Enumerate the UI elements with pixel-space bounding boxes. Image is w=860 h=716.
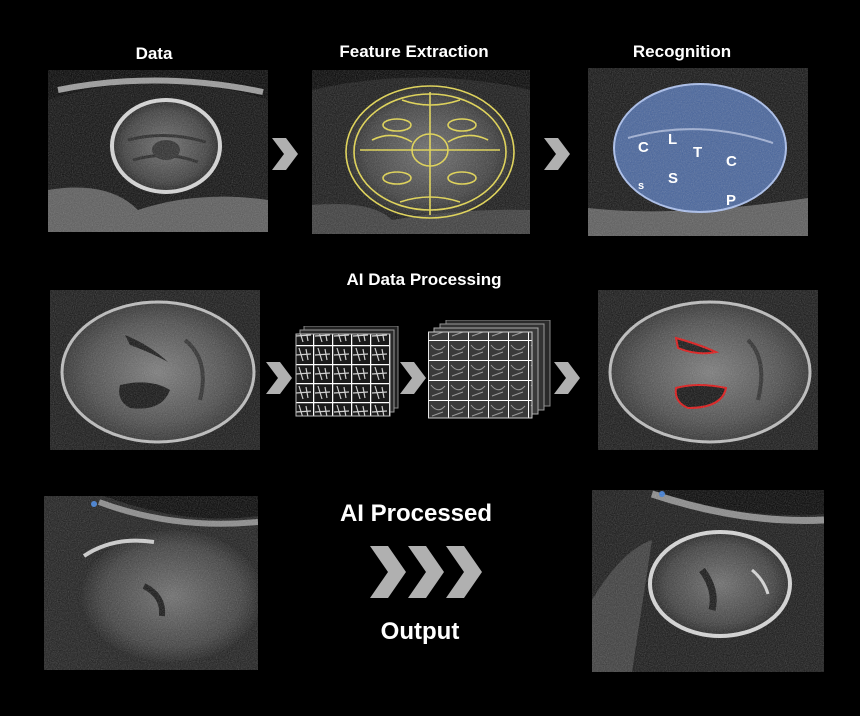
segmentation-result-image	[598, 290, 818, 450]
recognition-label-7: P	[726, 192, 736, 209]
chevron-right-icon	[266, 362, 292, 394]
title-data: Data	[135, 44, 173, 63]
recognition-graphic: C L T C s S P	[588, 68, 808, 236]
segmentation-result-graphic	[598, 290, 818, 450]
raw-scan-graphic	[44, 496, 258, 670]
chevron-right-icon	[400, 362, 426, 394]
processing-input-graphic	[50, 290, 260, 450]
recognition-label-5: s	[638, 180, 644, 192]
feature-extraction-image	[312, 70, 530, 234]
title-ai-data-processing: AI Data Processing	[346, 270, 502, 289]
feature-extraction-graphic	[312, 70, 530, 234]
title-output: Output	[380, 618, 460, 645]
feature-map-stack-2	[428, 320, 551, 419]
feature-map-stack-1	[295, 326, 399, 417]
chevron-right-icon	[272, 138, 298, 170]
raw-scan-image	[44, 496, 258, 670]
chevron-right-icon	[554, 362, 580, 394]
recognition-label-6: S	[668, 170, 678, 187]
title-recognition: Recognition	[632, 42, 732, 61]
recognition-label-1: C	[638, 139, 649, 156]
title-ai-processed: AI Processed	[339, 500, 493, 527]
processing-input-image	[50, 290, 260, 450]
recognition-label-3: T	[693, 144, 702, 161]
data-head-ultrasound-image	[48, 70, 268, 232]
head-ultrasound-graphic	[48, 70, 268, 232]
title-feature-extraction: Feature Extraction	[339, 42, 489, 61]
recognition-label-4: C	[726, 153, 737, 170]
recognition-label-2: L	[668, 131, 677, 148]
recognition-image: C L T C s S P	[588, 68, 808, 236]
ai-output-graphic	[592, 490, 824, 672]
chevron-right-icon	[544, 138, 570, 170]
triple-chevron-right-icon	[370, 546, 482, 598]
ai-output-image	[592, 490, 824, 672]
